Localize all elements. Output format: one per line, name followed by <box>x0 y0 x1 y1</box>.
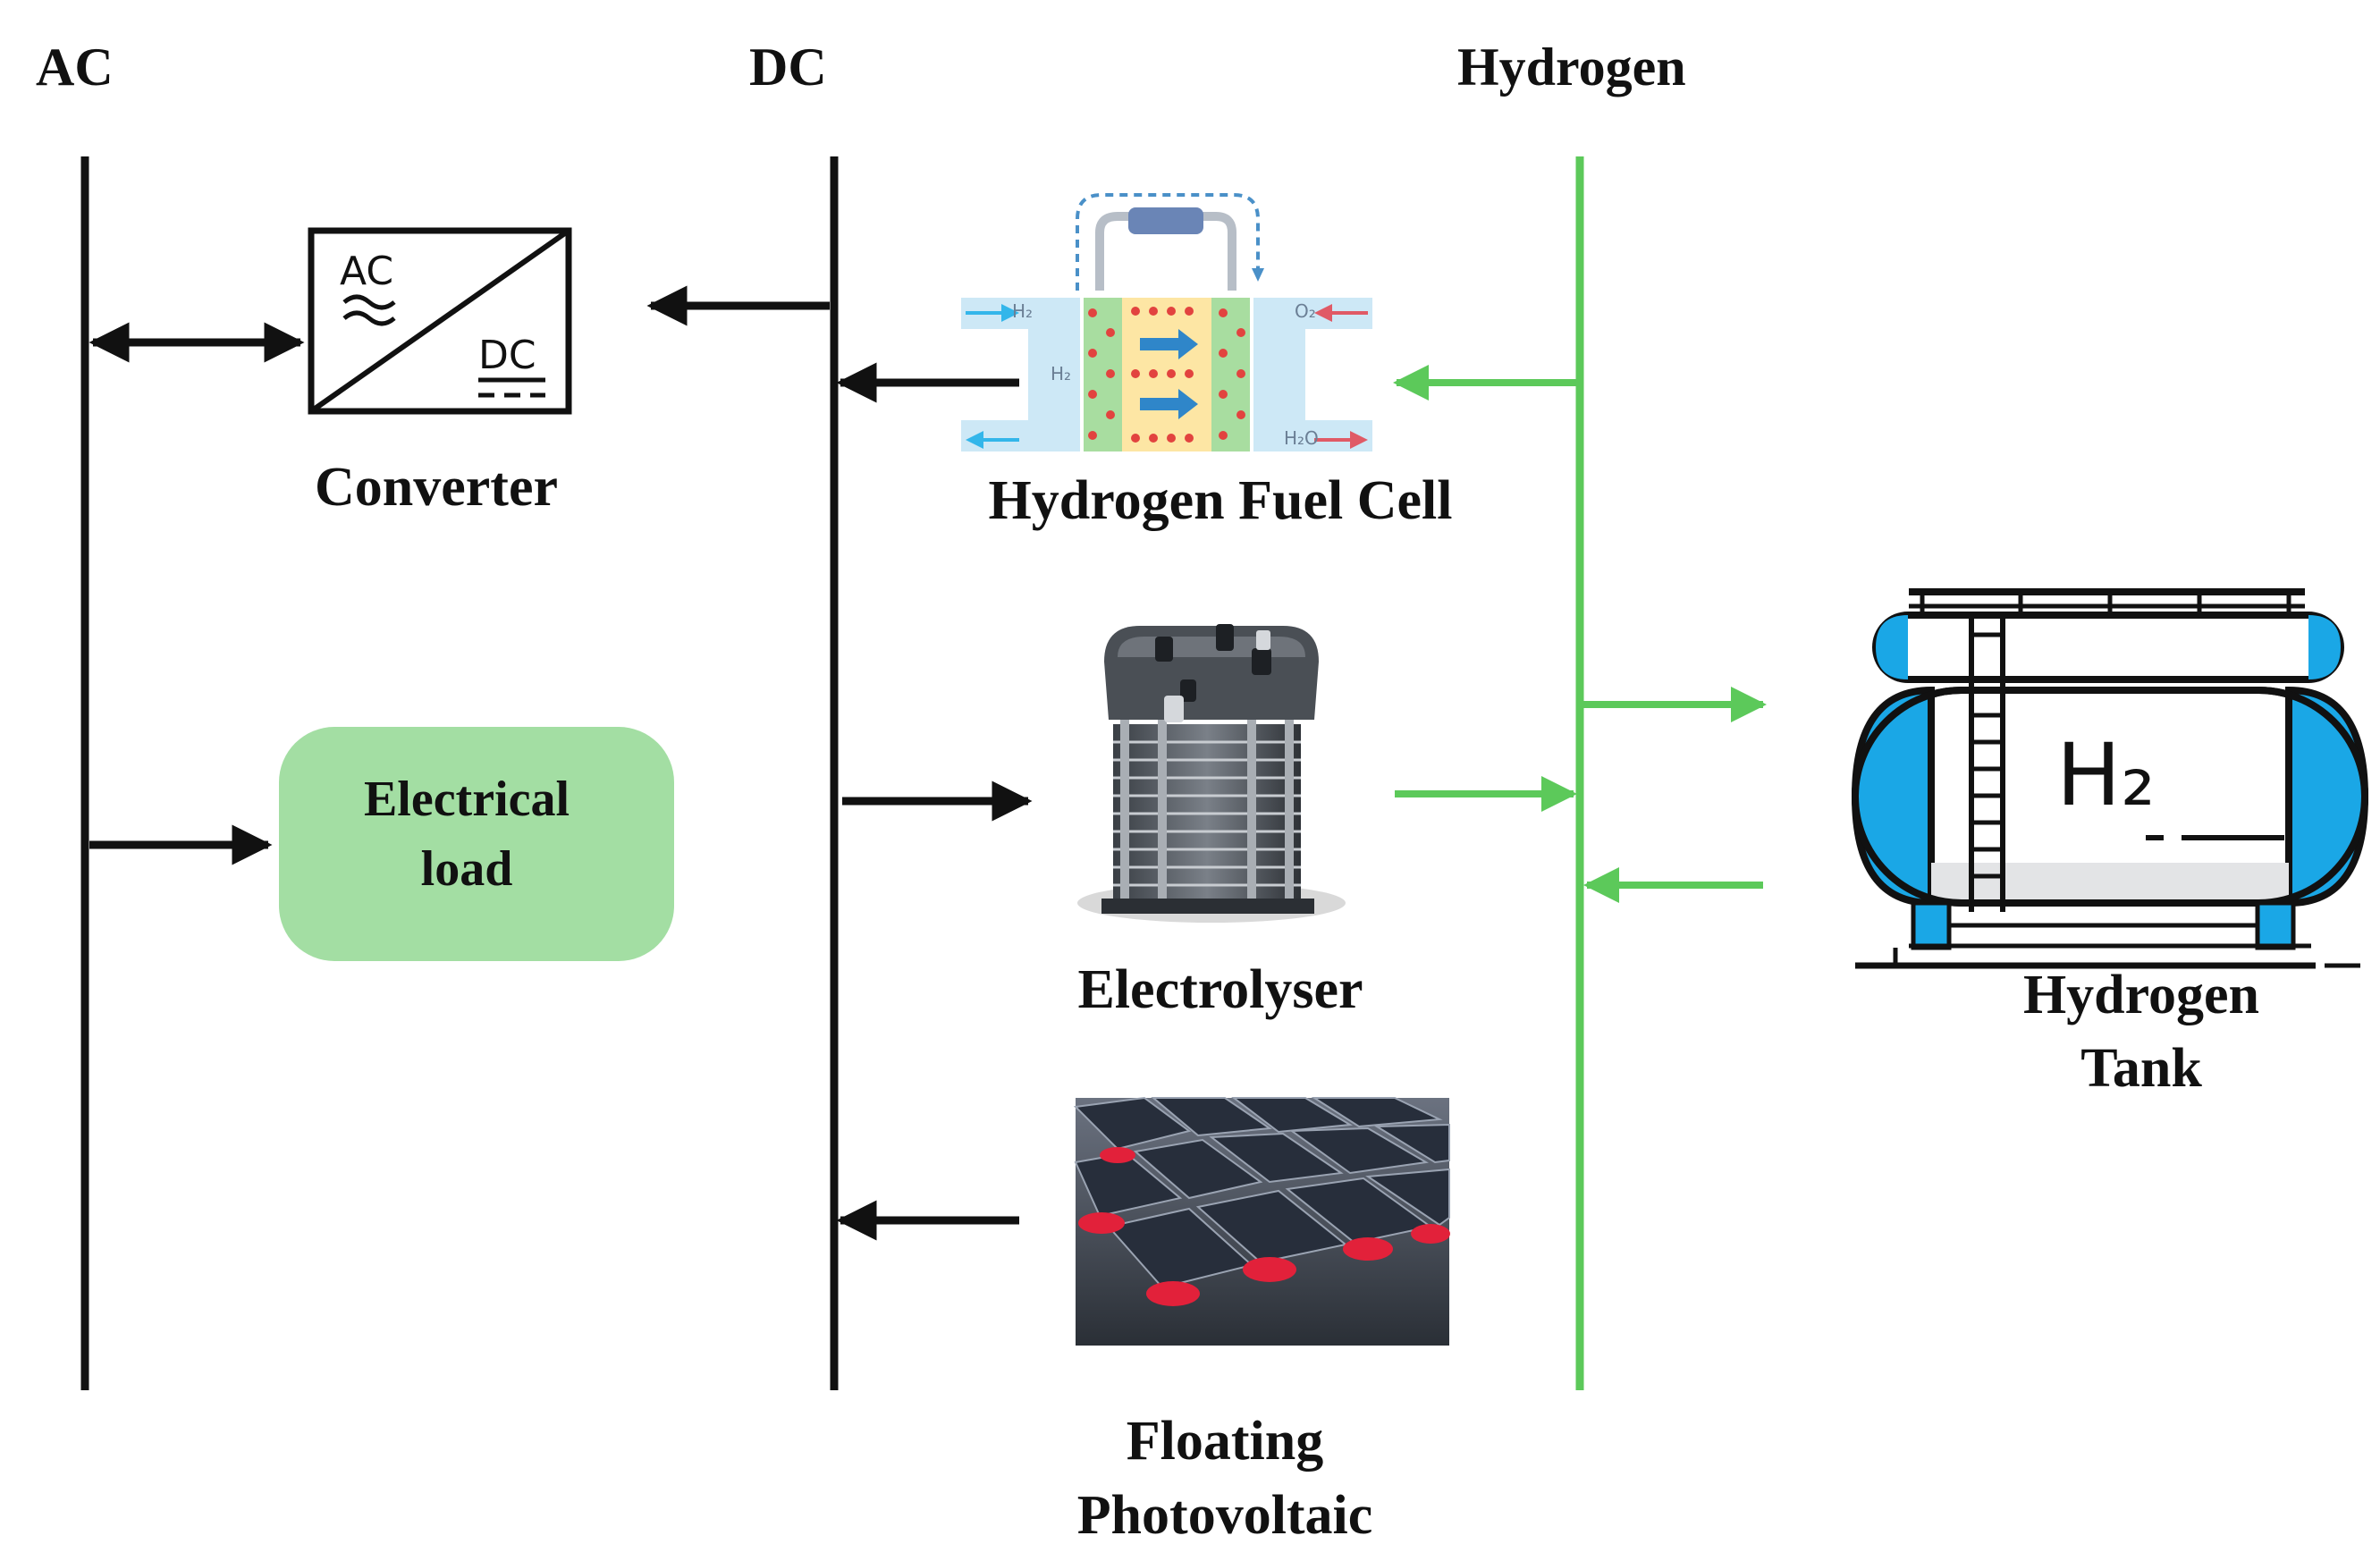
electrolyser-label: Electrolyser <box>1077 959 1363 1020</box>
fuel-cell-icon: H₂ H₂ O₂ H₂O <box>961 193 1372 451</box>
hydrogen-tank-label-line2: Tank <box>2080 1038 2202 1099</box>
dc-bus-label: DC <box>749 38 827 97</box>
converter-dc-text: DC <box>478 333 536 378</box>
fuel-cell-h2o-text: H₂O <box>1284 427 1319 449</box>
ac-bus-label: AC <box>36 38 114 97</box>
hydrogen-tank-label-line1: Hydrogen <box>2023 965 2259 1025</box>
electrolyser-icon <box>1077 624 1346 923</box>
converter-label: Converter <box>315 457 558 518</box>
floating-pv-label-line1: Floating <box>1127 1411 1323 1472</box>
fuel-cell-label: Hydrogen Fuel Cell <box>989 470 1453 531</box>
electrical-load-line2: load <box>421 841 513 897</box>
hydrogen-tank-icon: H₂ <box>1851 588 2369 969</box>
fuel-cell-o2-text: O₂ <box>1295 300 1316 322</box>
floating-pv-label-line2: Photovoltaic <box>1077 1485 1373 1546</box>
fuel-cell-h2-mid-text: H₂ <box>1051 363 1071 384</box>
hydrogen-bus-label: Hydrogen <box>1457 38 1686 97</box>
tank-h2-text: H₂ <box>2056 725 2156 825</box>
converter-ac-text: AC <box>340 249 393 294</box>
electrical-load-box: Electrical load <box>279 727 674 961</box>
converter-icon: AC DC <box>308 227 572 415</box>
floating-pv-image <box>1073 1096 1450 1346</box>
electrical-load-line1: Electrical <box>364 772 570 827</box>
fuel-cell-h2-in-text: H₂ <box>1012 300 1033 322</box>
